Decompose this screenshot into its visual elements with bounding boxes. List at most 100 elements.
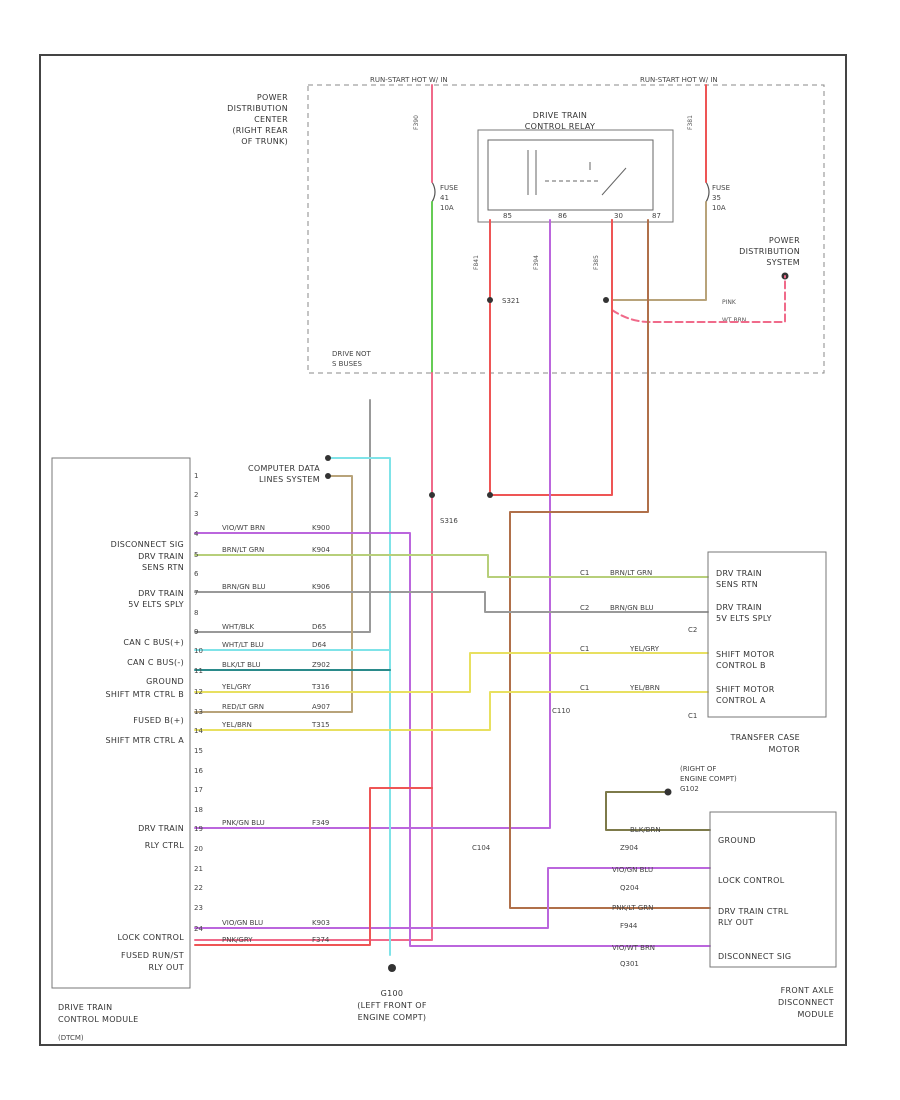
dtcm-pin-functions: DISCONNECT SIG DRV TRAIN SENS RTN DRV TR…	[105, 540, 185, 972]
wire-fused-b-plus	[194, 475, 353, 713]
svg-text:YEL/BRN: YEL/BRN	[221, 721, 252, 729]
svg-text:Z902: Z902	[312, 661, 330, 669]
svg-text:C2: C2	[580, 604, 589, 612]
splice-s321: S321	[502, 297, 520, 305]
svg-text:SYSTEM: SYSTEM	[766, 258, 800, 267]
transfer-case-wire-labels: C1 BRN/LT GRN C2 BRN/GN BLU C1 YEL/GRY C…	[580, 569, 697, 720]
svg-text:7: 7	[194, 589, 198, 597]
svg-text:13: 13	[194, 708, 203, 716]
vertical-wire-codes: F390 F381 F841 F394 F385	[413, 115, 694, 270]
svg-text:FUSE: FUSE	[440, 184, 458, 192]
wire-can-c-minus	[329, 457, 391, 956]
svg-text:T315: T315	[311, 721, 330, 729]
connector-c110: C110	[552, 707, 570, 715]
svg-text:14: 14	[194, 727, 203, 735]
power-distribution-system-ref: POWER DISTRIBUTION SYSTEM PINK WT BRN	[722, 236, 800, 324]
svg-text:COMPUTER DATA: COMPUTER DATA	[248, 464, 320, 473]
svg-text:G100: G100	[381, 989, 404, 998]
svg-text:K904: K904	[312, 546, 330, 554]
svg-text:3: 3	[194, 510, 198, 518]
ground-g100-label: G100 (LEFT FRONT OF ENGINE COMPT)	[357, 989, 427, 1022]
svg-text:C1: C1	[580, 569, 589, 577]
svg-text:PNK/GN BLU: PNK/GN BLU	[222, 819, 265, 827]
svg-text:FUSED B(+): FUSED B(+)	[133, 716, 184, 725]
svg-text:D65: D65	[312, 623, 326, 631]
svg-text:30: 30	[614, 212, 623, 220]
svg-text:SHIFT MOTOR: SHIFT MOTOR	[716, 650, 775, 659]
transfer-case-pins: DRV TRAIN SENS RTN DRV TRAIN 5V ELTS SPL…	[716, 569, 775, 705]
svg-text:Q204: Q204	[620, 884, 639, 892]
svg-text:VIO/WT BRN: VIO/WT BRN	[612, 944, 655, 952]
svg-text:D64: D64	[312, 641, 327, 649]
wires	[194, 84, 786, 956]
svg-text:RLY CTRL: RLY CTRL	[145, 841, 185, 850]
svg-text:F944: F944	[620, 922, 638, 930]
transfer-case-title: TRANSFER CASE MOTOR	[729, 733, 799, 754]
svg-text:F841: F841	[473, 255, 480, 270]
svg-text:SENS RTN: SENS RTN	[142, 563, 184, 572]
wire-dtcm-pin24	[194, 372, 433, 941]
svg-text:DISCONNECT SIG: DISCONNECT SIG	[718, 952, 791, 961]
front-axle-wire-labels: BLK/BRN Z904 VIO/GN BLU Q204 PNK/LT GRN …	[612, 826, 661, 968]
svg-text:BLK/LT BLU: BLK/LT BLU	[222, 661, 261, 669]
svg-text:CONTROL MODULE: CONTROL MODULE	[58, 1015, 139, 1024]
computer-data-lines-ref: COMPUTER DATA LINES SYSTEM	[248, 464, 320, 484]
fuse-icon	[705, 181, 710, 203]
front-axle-title: FRONT AXLE DISCONNECT MODULE	[778, 986, 834, 1019]
svg-text:FRONT AXLE: FRONT AXLE	[781, 986, 834, 995]
wire-lock-control	[194, 867, 711, 929]
svg-text:PNK/LT GRN: PNK/LT GRN	[612, 904, 653, 912]
drive-train-control-relay: DRIVE TRAIN CONTROL RELAY 85 86 30 87	[477, 111, 674, 223]
svg-text:K903: K903	[312, 919, 330, 927]
wire-faxle-ground	[605, 791, 711, 831]
svg-text:CONTROL A: CONTROL A	[716, 696, 766, 705]
fuse-35: FUSE 35 10A	[705, 181, 730, 212]
svg-text:(LEFT FRONT OF: (LEFT FRONT OF	[357, 1001, 427, 1010]
svg-text:CAN C BUS(-): CAN C BUS(-)	[127, 658, 184, 667]
svg-text:YEL/GRY: YEL/GRY	[629, 645, 660, 653]
relay-switch-icon	[589, 162, 627, 196]
svg-text:ENGINE COMPT): ENGINE COMPT)	[358, 1013, 427, 1022]
svg-text:F349: F349	[312, 819, 329, 827]
wire-can-c-plus	[194, 399, 371, 633]
ground-g100-icon	[388, 964, 396, 972]
svg-text:18: 18	[194, 806, 203, 814]
svg-text:LOCK CONTROL: LOCK CONTROL	[718, 876, 785, 885]
run-start-hot-left-label: RUN-START HOT W/ IN	[370, 76, 448, 84]
pdc-connector-label-1: DRIVE NOT	[332, 350, 372, 358]
svg-text:DISCONNECT SIG: DISCONNECT SIG	[111, 540, 184, 549]
svg-text:YEL/BRN: YEL/BRN	[629, 684, 660, 692]
svg-text:GROUND: GROUND	[146, 677, 184, 686]
svg-text:F381: F381	[687, 115, 694, 130]
svg-text:DISTRIBUTION: DISTRIBUTION	[227, 104, 288, 113]
svg-text:F385: F385	[593, 255, 600, 270]
fuse-icon	[431, 181, 436, 203]
svg-text:6: 6	[194, 570, 199, 578]
wire-relay-87	[509, 219, 711, 909]
pdc-connector-label-2: S BUSES	[332, 360, 362, 368]
svg-text:(RIGHT REAR: (RIGHT REAR	[232, 126, 288, 135]
svg-text:DRIVE TRAIN: DRIVE TRAIN	[533, 111, 587, 120]
svg-text:16: 16	[194, 767, 203, 775]
svg-text:WHT/BLK: WHT/BLK	[222, 623, 255, 631]
svg-text:22: 22	[194, 884, 203, 892]
svg-text:BRN/GN BLU: BRN/GN BLU	[610, 604, 654, 612]
svg-text:DRV TRAIN: DRV TRAIN	[138, 552, 184, 561]
svg-text:DISTRIBUTION: DISTRIBUTION	[739, 247, 800, 256]
wire-fuse35-out	[611, 201, 707, 301]
transfer-case-motor-box	[707, 551, 827, 718]
svg-text:10A: 10A	[712, 204, 726, 212]
svg-text:DISCONNECT: DISCONNECT	[778, 998, 834, 1007]
svg-text:12: 12	[194, 688, 203, 696]
svg-text:DRV TRAIN: DRV TRAIN	[716, 603, 762, 612]
splice-s316: S316	[440, 517, 458, 525]
svg-text:YEL/GRY: YEL/GRY	[221, 683, 252, 691]
svg-text:86: 86	[558, 212, 567, 220]
svg-text:35: 35	[712, 194, 721, 202]
svg-text:DRV TRAIN CTRL: DRV TRAIN CTRL	[718, 907, 789, 916]
svg-text:BRN/LT GRN: BRN/LT GRN	[222, 546, 264, 554]
svg-text:41: 41	[440, 194, 449, 202]
relay-coil-icon	[527, 150, 537, 195]
run-start-hot-right-label: RUN-START HOT W/ IN	[640, 76, 718, 84]
wire-pds	[611, 275, 786, 323]
